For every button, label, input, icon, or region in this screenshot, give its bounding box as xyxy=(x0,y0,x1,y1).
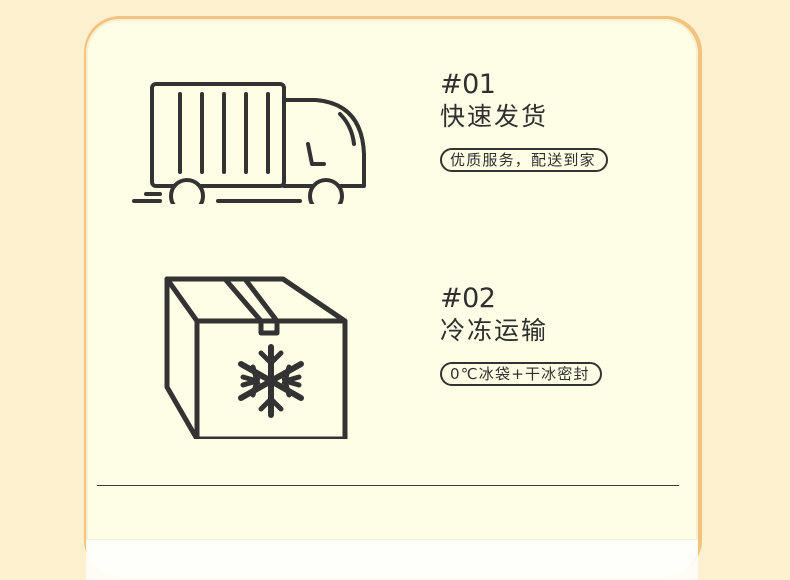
feature-title: 冷冻运输 xyxy=(440,316,549,345)
feature-number: #02 xyxy=(440,283,496,314)
feature-title: 快速发货 xyxy=(440,102,549,131)
feature-card: #01 快速发货 优质服务，配送到家 xyxy=(86,19,698,580)
next-section-edge xyxy=(86,539,698,580)
section-divider xyxy=(97,485,679,486)
feature-item-fast-delivery: #01 快速发货 优质服务，配送到家 xyxy=(86,49,698,249)
feature-number: #01 xyxy=(440,69,496,100)
feature-tag: 0℃冰袋+干冰密封 xyxy=(440,362,602,386)
feature-item-frozen-transport: #02 冷冻运输 0℃冰袋+干冰密封 xyxy=(86,264,698,464)
delivery-truck-icon xyxy=(132,82,366,204)
feature-tag: 优质服务，配送到家 xyxy=(440,148,608,172)
frozen-box-snowflake-icon xyxy=(164,276,348,439)
